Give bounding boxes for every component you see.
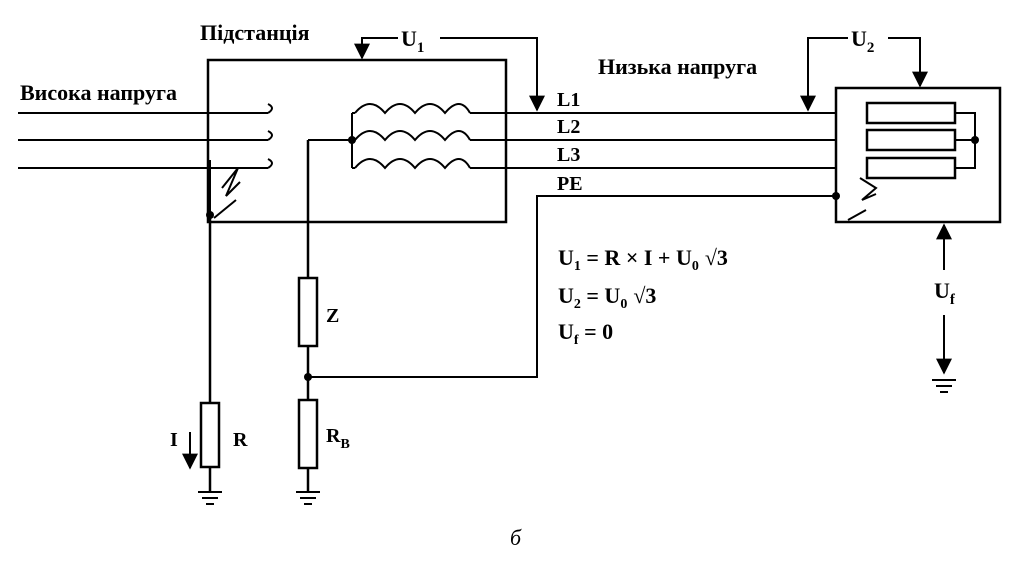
current-label: I [170,429,178,451]
low-voltage-lines [470,112,867,169]
resistor-rb [297,398,319,470]
load-l1 [865,101,957,125]
pe-conductor [308,195,866,378]
resistor-r [199,401,221,469]
line-l1-label: L1 [557,89,580,111]
u2-arrow-right [888,37,928,88]
u1-label: U1 [401,26,424,56]
formula-u1: U1 = R × I + U0√3 [558,245,728,274]
impedance-z [297,276,319,348]
line-pe-label: PE [557,173,583,195]
ground-icon [296,491,320,505]
fault-symbol-substation [209,160,241,219]
line-l3-label: L3 [557,144,580,166]
ground-icon [198,491,222,505]
high-voltage-label: Висока напруга [20,80,177,105]
low-voltage-label: Низька напруга [598,54,757,79]
line-l2-label: L2 [557,116,580,138]
impedance-z-label: Z [326,305,339,327]
ground-icon [932,379,956,393]
uf-label: Uf [934,278,956,308]
high-voltage-lines [18,103,273,169]
u1-arrow-left [354,37,398,60]
u2-arrow-left [800,37,848,112]
resistor-rb-label: RB [326,425,350,452]
formula-u2: U2 = U0√3 [558,283,656,312]
u2-label: U2 [851,26,874,56]
resistor-r-label: R [233,429,248,451]
formula-uf: Uf = 0 [558,319,613,348]
u1-arrow-right [440,37,545,112]
substation-label: Підстанція [200,20,310,45]
load-l2 [865,128,957,152]
figure-caption: б [510,525,522,550]
load-l3 [865,156,957,180]
fault-symbol-consumer [847,177,878,221]
